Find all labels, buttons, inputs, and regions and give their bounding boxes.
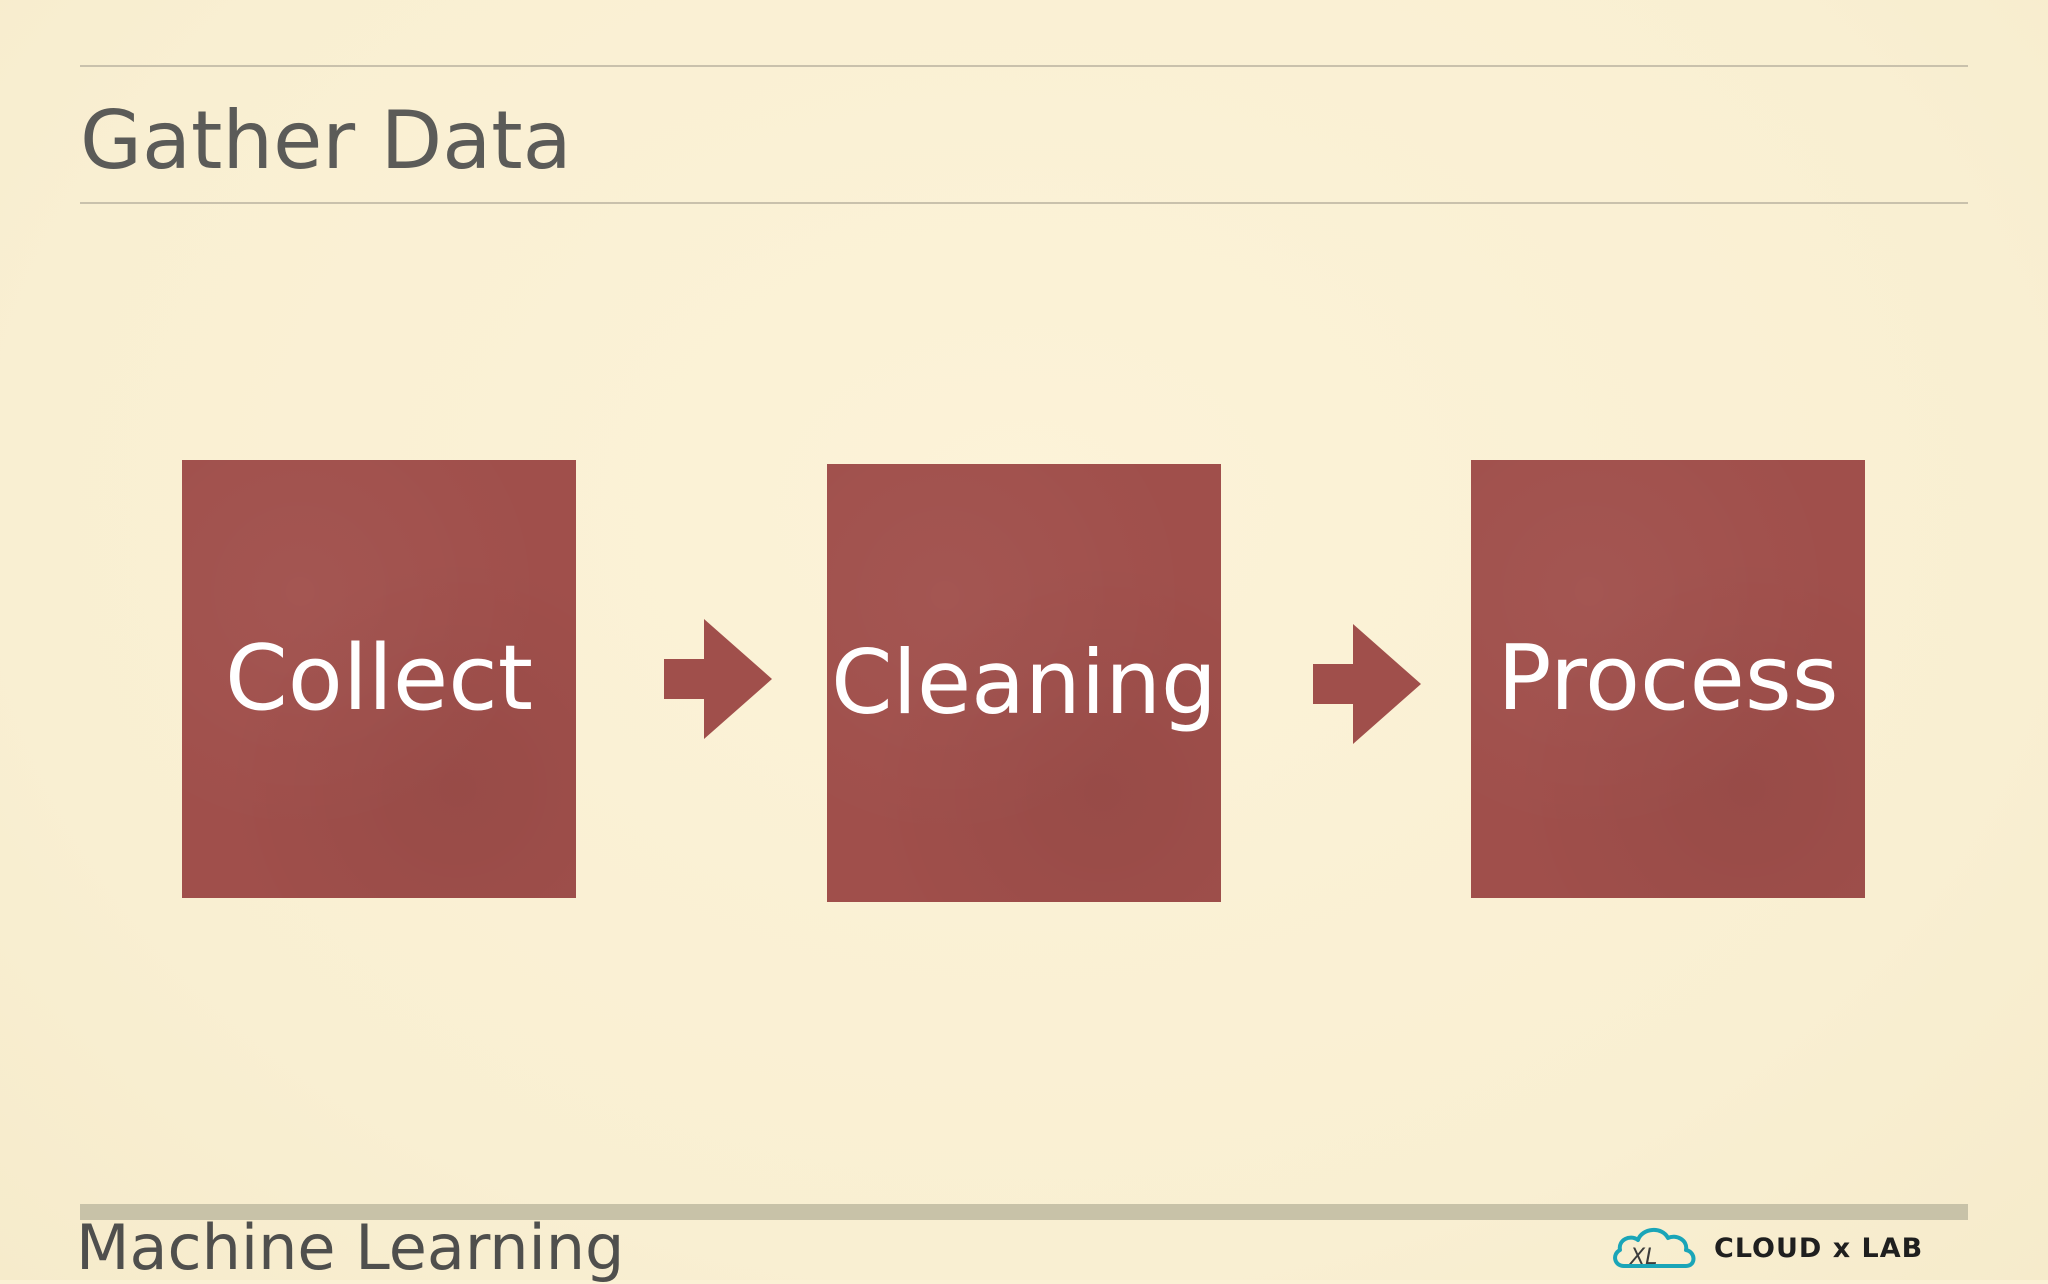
cloudxlab-logo: XL CLOUD x LAB <box>1610 1222 1923 1274</box>
step-box-process: Process <box>1471 460 1865 898</box>
title-divider <box>80 202 1968 204</box>
cloud-xl-icon: XL <box>1613 1228 1696 1270</box>
footer-bar <box>80 1204 1968 1220</box>
svg-text:XL: XL <box>1629 1245 1657 1270</box>
logo-text: CLOUD x LAB <box>1714 1232 1924 1264</box>
footer-title: Machine Learning <box>76 1211 625 1284</box>
step-label-collect: Collect <box>224 626 534 731</box>
step-box-collect: Collect <box>182 460 576 898</box>
arrow-right-icon <box>1313 624 1421 744</box>
arrow-right-icon <box>664 619 772 739</box>
step-label-process: Process <box>1497 626 1839 731</box>
step-box-cleaning: Cleaning <box>827 464 1221 902</box>
step-label-cleaning: Cleaning <box>831 631 1217 734</box>
top-divider <box>80 65 1968 67</box>
slide-title: Gather Data <box>80 94 572 187</box>
